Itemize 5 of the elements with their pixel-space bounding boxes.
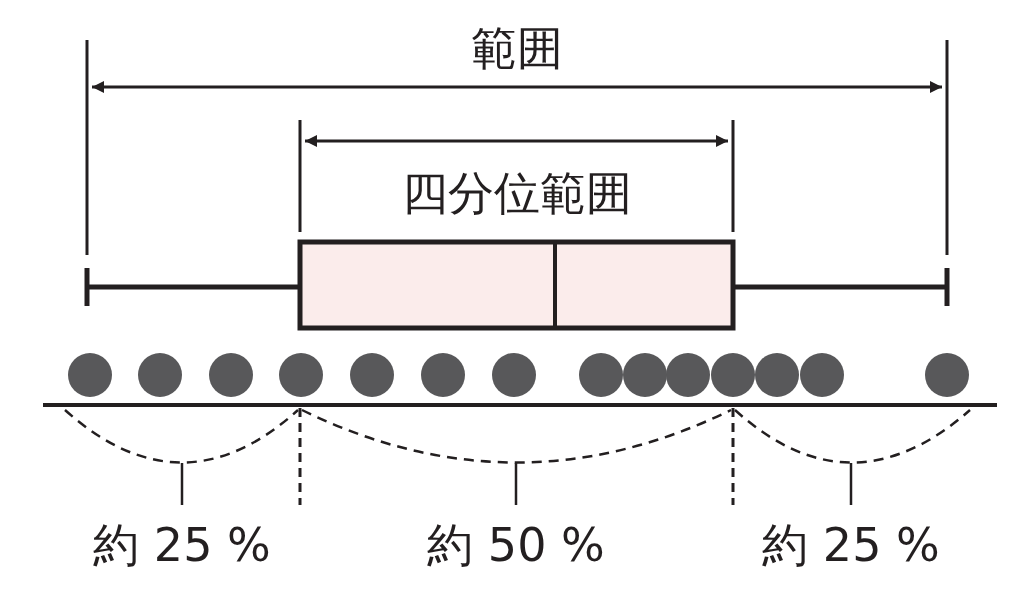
percent-label: 約 50 % bbox=[427, 522, 605, 568]
percent-label: 約 25 % bbox=[762, 522, 940, 568]
percent-label: 約 25 % bbox=[93, 522, 271, 568]
range-label: 範囲 bbox=[471, 25, 563, 71]
interquartile-range-label: 四分位範囲 bbox=[402, 170, 632, 216]
